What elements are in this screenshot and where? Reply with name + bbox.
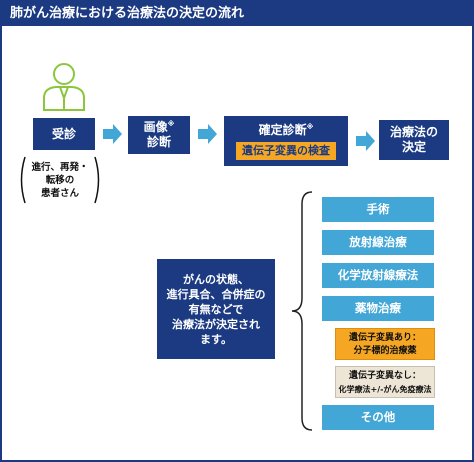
option-gene-positive-line2: 分子標的治療薬 (353, 346, 417, 356)
step-confirm-mark: ※ (306, 122, 314, 131)
step-decide-line1: 治療法の (389, 125, 438, 139)
brace-icon (291, 191, 313, 431)
step-imaging: 画像※ 診断 (128, 116, 190, 154)
step-imaging-line2: 診断 (146, 135, 171, 149)
diagram-title: 肺がん治療における治療法の決定の流れ (2, 2, 472, 26)
patient-note-line3: 患者さん (40, 187, 79, 199)
step-decide-line2: 決定 (401, 140, 426, 154)
step-confirm: 確定診断※ 遺伝子変異の検査 (224, 116, 348, 166)
person-icon (43, 63, 85, 111)
arrow-right-icon (198, 124, 217, 144)
option-gene-positive: 遺伝子変異あり： 分子標的治療薬 (335, 328, 435, 360)
patient-note-line1: 進行、再発・ (31, 161, 89, 173)
option-surgery: 手術 (322, 197, 434, 222)
gene-test-badge: 遺伝子変異の検査 (236, 141, 336, 160)
arrow-right-icon (103, 124, 122, 144)
option-gene-positive-line1: 遺伝子変異あり： (348, 333, 421, 343)
option-drug: 薬物治療 (322, 296, 434, 321)
option-gene-negative-line1: 遺伝子変異なし： (348, 371, 421, 381)
step-decide: 治療法の 決定 (379, 120, 449, 160)
decision-factors: がんの状態、 進行具合、合併症の 有無などで 治療法が決定され ます。 (157, 259, 275, 359)
patient-note: 進行、再発・ 転移の 患者さん (22, 156, 98, 204)
step-confirm-label: 確定診断 (258, 122, 307, 137)
paren-right (94, 156, 100, 204)
option-other: その他 (322, 405, 434, 430)
paren-left (20, 156, 26, 204)
step-visit: 受診 (33, 118, 95, 150)
option-gene-negative: 遺伝子変異なし： 化学療法+/-がん免疫療法 (335, 366, 435, 398)
option-chemoradiation: 化学放射線療法 (322, 263, 434, 288)
arrow-right-icon (356, 131, 375, 151)
patient-note-line2: 転移の (45, 174, 75, 186)
step-imaging-line1: 画像 (143, 120, 168, 134)
option-gene-negative-line2: 化学療法+/-がん免疫療法 (338, 385, 432, 394)
option-radiation: 放射線治療 (322, 230, 434, 255)
step-imaging-mark: ※ (167, 120, 175, 128)
step-visit-label: 受診 (51, 126, 76, 141)
